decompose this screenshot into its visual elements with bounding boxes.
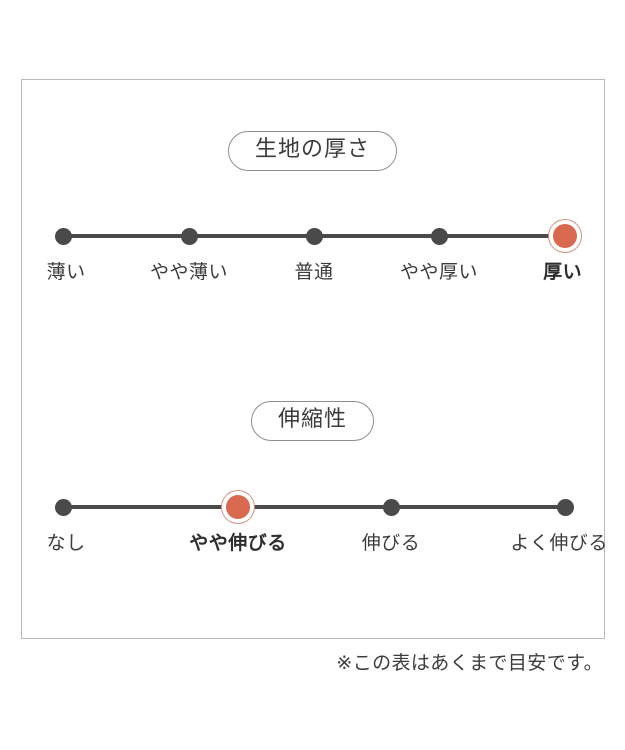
thickness-dot-3[interactable] bbox=[305, 227, 323, 245]
thickness-track bbox=[0, 213, 625, 259]
stretch-track bbox=[0, 484, 625, 530]
stretch-track-line bbox=[63, 505, 565, 509]
thickness-title-row: 生地の厚さ bbox=[0, 131, 625, 171]
panel-frame bbox=[21, 79, 605, 639]
stretch-title-pill: 伸縮性 bbox=[250, 401, 374, 441]
stretch-dot-3[interactable] bbox=[382, 498, 400, 516]
stretch-title-row: 伸縮性 bbox=[0, 401, 625, 441]
thickness-labels: 薄い やや薄い 普通 やや厚い 厚い bbox=[0, 261, 625, 295]
stretch-label-3: 伸びる bbox=[361, 532, 421, 554]
stretch-dot-2-selected[interactable] bbox=[226, 495, 250, 519]
stretch-dot-4[interactable] bbox=[556, 498, 574, 516]
thickness-dot-4[interactable] bbox=[430, 227, 448, 245]
stretch-scale: なし やや伸びる 伸びる よく伸びる bbox=[0, 484, 625, 566]
thickness-dot-2[interactable] bbox=[180, 227, 198, 245]
stretch-label-4: よく伸びる bbox=[510, 532, 608, 554]
thickness-title-pill: 生地の厚さ bbox=[227, 131, 397, 171]
stretch-label-1: なし bbox=[46, 532, 86, 554]
thickness-dot-1[interactable] bbox=[54, 227, 72, 245]
thickness-scale: 薄い やや薄い 普通 やや厚い 厚い bbox=[0, 213, 625, 295]
footnote-disclaimer: ※この表はあくまで目安です。 bbox=[336, 652, 603, 674]
thickness-label-1: 薄い bbox=[46, 261, 86, 283]
stretch-dot-1[interactable] bbox=[54, 498, 72, 516]
stretch-labels: なし やや伸びる 伸びる よく伸びる bbox=[0, 532, 625, 566]
thickness-label-5-selected: 厚い bbox=[543, 261, 583, 283]
thickness-label-4: やや厚い bbox=[399, 261, 479, 283]
thickness-label-2: やや薄い bbox=[149, 261, 229, 283]
stretch-label-2-selected: やや伸びる bbox=[189, 532, 287, 554]
thickness-dot-5-selected[interactable] bbox=[553, 224, 577, 248]
thickness-label-3: 普通 bbox=[294, 261, 334, 283]
